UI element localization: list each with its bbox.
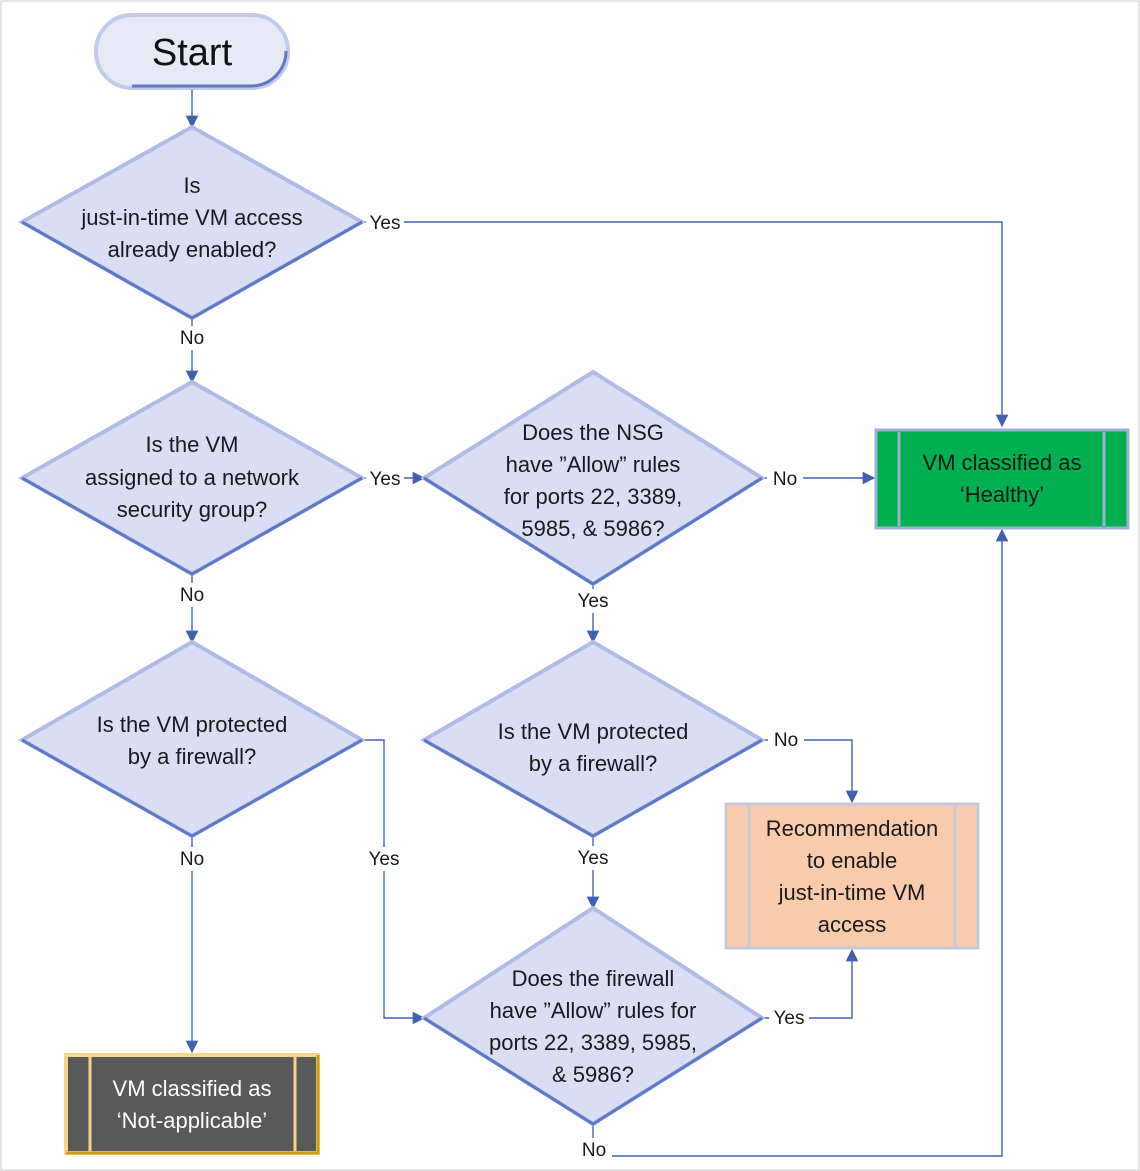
outcome-not-applicable: VM classified as ‘Not-applicable’: [64, 1053, 320, 1155]
nsg-rules-line-1: Does the NSG: [522, 420, 664, 445]
jit-line-3: already enabled?: [108, 237, 277, 262]
healthy-line-1: VM classified as: [923, 450, 1082, 475]
not-applicable-line-1: VM classified as: [113, 1076, 272, 1101]
fw-mid-line-2: by a firewall?: [529, 751, 657, 776]
recommendation-line-3: just-in-time VM: [778, 880, 926, 905]
label-nsg-no: No: [180, 585, 204, 606]
nsg-line-2: assigned to a network: [85, 465, 300, 490]
nsg-line-3: security group?: [117, 497, 267, 522]
decision-jit-enabled: Is just-in-time VM access already enable…: [17, 124, 367, 321]
nsg-rules-line-2: have ”Allow” rules: [506, 452, 681, 477]
jit-line-2: just-in-time VM access: [80, 205, 302, 230]
decision-firewall-left: Is the VM protected by a firewall?: [17, 639, 367, 839]
decision-nsg-allow-rules: Does the NSG have ”Allow” rules for port…: [420, 369, 766, 587]
jit-line-1: Is: [183, 173, 200, 198]
label-nsg-yes: Yes: [370, 469, 401, 490]
edge-jit-yes: [362, 221, 1009, 428]
nsg-rules-line-4: 5985, & 5986?: [521, 516, 664, 541]
nsg-rules-line-3: for ports 22, 3389,: [504, 484, 683, 509]
start-node: Start: [94, 13, 290, 90]
recommendation-line-1: Recommendation: [766, 816, 938, 841]
nsg-line-1: Is the VM: [146, 432, 239, 457]
label-fw-left-no: No: [180, 849, 204, 870]
label-jit-no: No: [180, 328, 204, 349]
fw-mid-line-1: Is the VM protected: [498, 719, 689, 744]
recommendation-line-4: access: [818, 912, 886, 937]
fw-rules-line-3: ports 22, 3389, 5985,: [489, 1030, 697, 1055]
label-fw-rules-no: No: [582, 1140, 606, 1161]
label-nsg-rules-no: No: [773, 469, 797, 490]
fw-left-line-2: by a firewall?: [128, 744, 256, 769]
decision-firewall-middle: Is the VM protected by a firewall?: [419, 639, 767, 839]
fw-left-line-1: Is the VM protected: [97, 712, 288, 737]
label-jit-yes: Yes: [370, 213, 401, 234]
label-fw-rules-yes: Yes: [774, 1008, 805, 1029]
fw-rules-line-4: & 5986?: [552, 1062, 634, 1087]
label-fw-left-yes: Yes: [369, 849, 400, 870]
recommendation-line-2: to enable: [807, 848, 898, 873]
decision-nsg-assigned: Is the VM assigned to a network security…: [17, 379, 367, 577]
outcome-healthy: VM classified as ‘Healthy’: [874, 428, 1130, 530]
decision-firewall-allow-rules: Does the firewall have ”Allow” rules for…: [420, 905, 766, 1127]
label-nsg-rules-yes: Yes: [578, 591, 609, 612]
not-applicable-line-2: ‘Not-applicable’: [117, 1108, 267, 1133]
start-label: Start: [152, 32, 233, 74]
fw-rules-line-1: Does the firewall: [512, 966, 675, 991]
label-fw-mid-no: No: [774, 730, 798, 751]
fw-rules-line-2: have ”Allow” rules for: [490, 998, 697, 1023]
label-fw-mid-yes: Yes: [578, 848, 609, 869]
edge-labels: Yes No Yes No No Yes No Yes No Yes Yes N…: [174, 210, 809, 1162]
healthy-line-2: ‘Healthy’: [960, 482, 1044, 507]
outcome-recommendation: Recommendation to enable just-in-time VM…: [724, 802, 980, 950]
edge-fw-left-yes: [362, 739, 426, 1025]
